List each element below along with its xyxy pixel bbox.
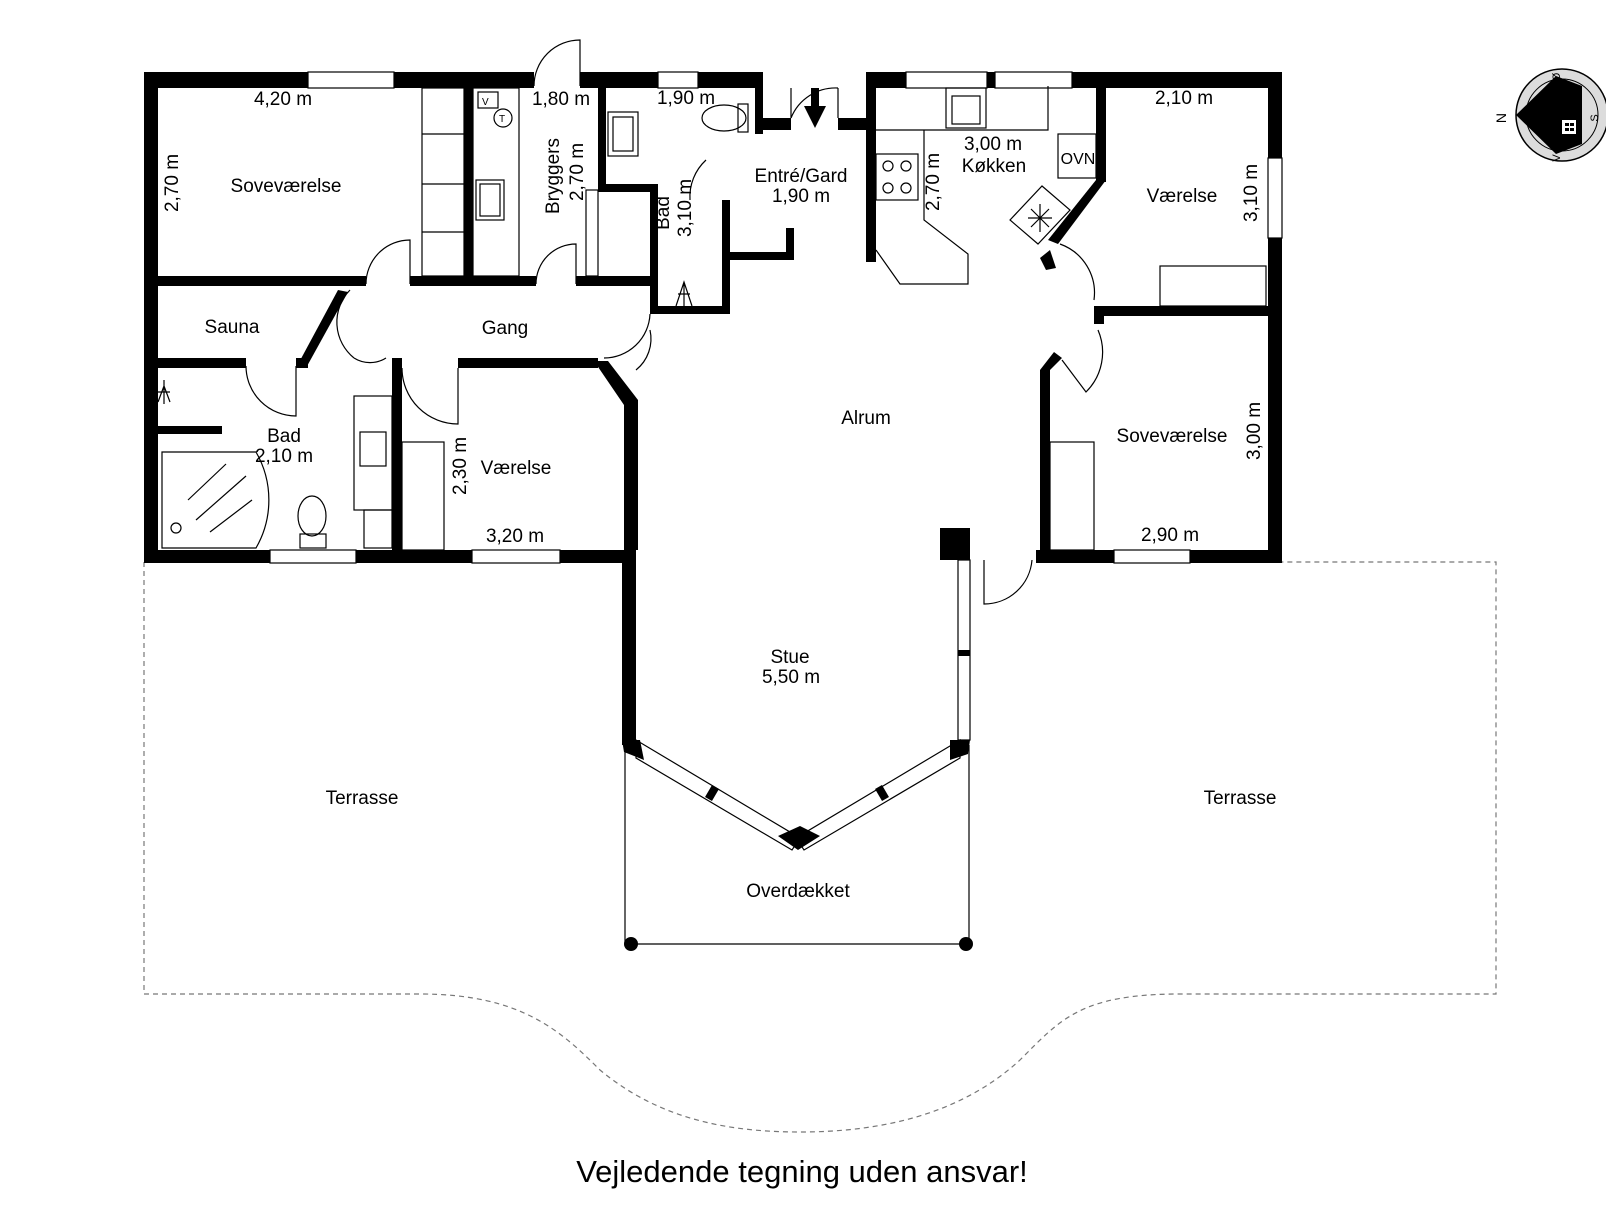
compass-west: V: [1551, 154, 1563, 162]
dim-entre: 1,90 m: [772, 186, 830, 207]
windows: [269, 71, 1283, 564]
washer-mark: V: [482, 97, 489, 108]
dim-vaerelse-2-width: 3,20 m: [486, 526, 544, 547]
exterior-walls: [144, 72, 1282, 745]
compass-east: Ø: [1551, 72, 1563, 81]
oven-label: OVN: [1061, 151, 1096, 168]
compass-south: S: [1589, 114, 1601, 121]
fixtures: [157, 86, 1267, 551]
room-stue: Stue: [770, 647, 809, 668]
covered-area: [624, 745, 973, 951]
room-bryggers: Bryggers: [543, 138, 564, 214]
dim-sovevaerelse-2-width: 2,90 m: [1141, 525, 1199, 546]
dim-koekken-height: 2,70 m: [923, 153, 944, 211]
compass-icon: [1515, 68, 1606, 162]
room-entre: Entré/Gard: [755, 166, 848, 187]
room-sauna: Sauna: [205, 317, 260, 338]
dim-bryggers-height: 2,70 m: [567, 143, 588, 201]
room-gang: Gang: [482, 318, 528, 339]
dim-stue: 5,50 m: [762, 667, 820, 688]
interior-walls: [144, 72, 1282, 560]
room-vaerelse-1: Værelse: [1147, 186, 1218, 207]
doors: [245, 39, 1104, 605]
room-koekken: Køkken: [962, 156, 1026, 177]
room-terrasse-left: Terrasse: [326, 788, 399, 809]
dim-vaerelse-2-height: 2,30 m: [450, 437, 471, 495]
room-alrum: Alrum: [841, 408, 891, 429]
room-terrasse-right: Terrasse: [1204, 788, 1277, 809]
terrace-outline: [143, 561, 1497, 1133]
dim-sovevaerelse-1-height: 2,70 m: [162, 154, 183, 212]
dim-bryggers-width: 1,80 m: [532, 89, 590, 110]
room-sovevaerelse-1: Soveværelse: [231, 176, 342, 197]
disclaimer-caption: Vejledende tegning uden ansvar!: [576, 1154, 1028, 1189]
room-bad-2: Bad: [267, 426, 301, 447]
dim-bad-1-height: 3,10 m: [675, 179, 696, 237]
dim-bad-2: 2,10 m: [255, 446, 313, 467]
dryer-mark: T: [499, 114, 505, 125]
dim-vaerelse-1-height: 3,10 m: [1241, 164, 1262, 222]
dim-vaerelse-1-width: 2,10 m: [1155, 88, 1213, 109]
room-sovevaerelse-2: Soveværelse: [1117, 426, 1228, 447]
room-overdaekket: Overdækket: [746, 881, 850, 902]
compass-north: N: [1493, 113, 1509, 123]
dim-sovevaerelse-2-height: 3,00 m: [1244, 402, 1265, 460]
room-bad-1: Bad: [653, 196, 674, 230]
dim-koekken-width: 3,00 m: [964, 134, 1022, 155]
dim-bad-1-width: 1,90 m: [657, 88, 715, 109]
entrance-arrow-icon: [804, 88, 826, 128]
room-vaerelse-2: Værelse: [481, 458, 552, 479]
dim-sovevaerelse-1-width: 4,20 m: [254, 89, 312, 110]
stue-glass: [622, 559, 971, 851]
